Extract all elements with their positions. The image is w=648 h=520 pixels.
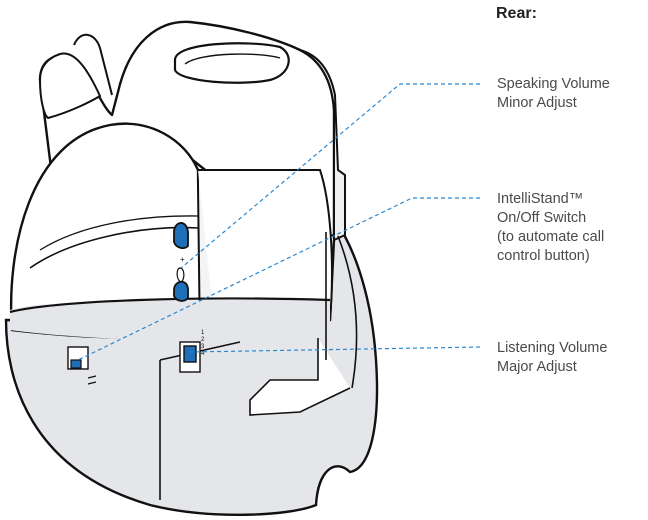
callout-intellistand: IntelliStand™ On/Off Switch (to automate… <box>497 190 604 266</box>
callout-speaking-volume: Speaking Volume Minor Adjust <box>497 75 610 113</box>
rear-heading: Rear: <box>496 4 537 23</box>
callout-line: Minor Adjust <box>497 94 610 113</box>
callout-line: (to automate call <box>497 228 604 247</box>
listening-volume-switch[interactable] <box>184 346 196 362</box>
top-slot <box>175 43 289 83</box>
callout-line: Major Adjust <box>497 358 607 377</box>
intellistand-switch[interactable] <box>71 360 81 368</box>
callout-line: control button) <box>497 247 604 266</box>
base-grey-band <box>10 300 330 340</box>
callout-line: Speaking Volume <box>497 75 610 94</box>
speaking-volume-plus-button[interactable] <box>174 223 188 248</box>
callout-line: Listening Volume <box>497 339 607 358</box>
callout-listening-volume: Listening Volume Major Adjust <box>497 339 607 377</box>
callout-line: IntelliStand™ <box>497 190 604 209</box>
callout-line: On/Off Switch <box>497 209 604 228</box>
speaking-volume-minus-button[interactable] <box>174 282 188 301</box>
svg-text:+: + <box>180 255 185 264</box>
